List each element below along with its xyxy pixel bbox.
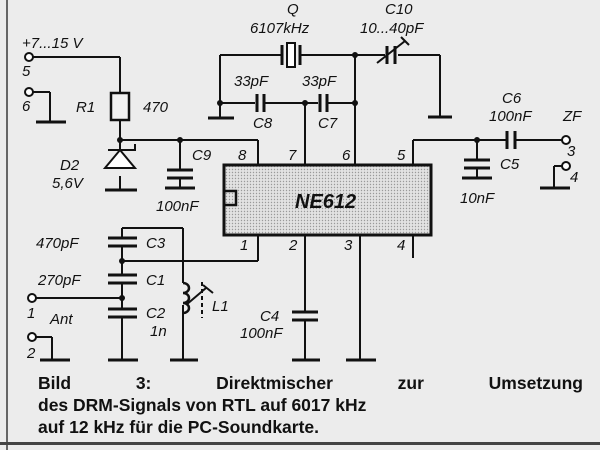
c8-ref: C8 xyxy=(253,115,273,132)
capacitor-c1 xyxy=(108,273,137,285)
capacitor-c2 xyxy=(108,307,137,319)
c6-ref: C6 xyxy=(502,90,522,107)
ic-name: NE612 xyxy=(295,191,356,213)
pin-1: 1 xyxy=(240,237,248,254)
capacitor-c3 xyxy=(108,236,137,248)
c3-ref: C3 xyxy=(146,235,166,252)
c1-ref: C1 xyxy=(146,272,165,289)
caption-word: Umsetzung xyxy=(488,373,583,393)
c7-value: 33pF xyxy=(302,73,337,90)
capacitor-c8 xyxy=(255,94,266,112)
c7-ref: C7 xyxy=(318,115,338,132)
caption-word: 3: xyxy=(135,373,152,393)
capacitor-c9 xyxy=(165,168,195,190)
c8-value: 33pF xyxy=(234,73,269,90)
antenna-pin-2-label: 2 xyxy=(26,345,36,362)
c10-value: 10...40pF xyxy=(360,20,424,37)
supply-voltage-label: +7...15 V xyxy=(22,35,84,52)
ground-pin6 xyxy=(33,91,66,124)
c5-ref: C5 xyxy=(500,156,520,173)
c4-value: 100nF xyxy=(240,325,283,342)
terminal-1 xyxy=(27,293,37,303)
terminal-6 xyxy=(24,87,34,97)
terminal-2 xyxy=(27,332,37,342)
pin-2: 2 xyxy=(288,237,298,254)
antenna-label: Ant xyxy=(49,311,73,328)
ic-bottom-wiring xyxy=(257,235,414,362)
pin-7: 7 xyxy=(288,147,297,164)
inductor-l1 xyxy=(182,281,214,318)
terminal-5 xyxy=(24,52,34,62)
terminal-4 xyxy=(561,161,571,171)
c5-value: 10nF xyxy=(460,190,495,207)
zf-pin-4-label: 4 xyxy=(570,169,578,186)
capacitor-c7 xyxy=(318,94,329,112)
trimmer-capacitor-c10 xyxy=(376,36,410,64)
c9-ref: C9 xyxy=(192,147,212,164)
caption-word: Direktmischer xyxy=(216,373,333,393)
d2-ref: D2 xyxy=(60,157,80,174)
zener-diode-d2 xyxy=(102,144,138,192)
l1-ref: L1 xyxy=(212,298,229,315)
supply-pin-5-label: 5 xyxy=(22,63,31,80)
page-edge-bottom xyxy=(0,442,600,445)
pin-3: 3 xyxy=(344,237,353,254)
c3-value: 470pF xyxy=(36,235,79,252)
caption-word: zur xyxy=(397,373,424,393)
ic-notch xyxy=(222,189,238,207)
antenna-pin-1-label: 1 xyxy=(27,305,35,322)
junction-dots xyxy=(117,52,480,301)
c1-value: 270pF xyxy=(37,272,81,289)
r1-value: 470 xyxy=(143,99,169,116)
pin-8: 8 xyxy=(238,147,247,164)
c4-ref: C4 xyxy=(260,308,279,325)
d2-value: 5,6V xyxy=(52,175,85,192)
output-wiring xyxy=(412,131,570,190)
pin-6: 6 xyxy=(342,147,351,164)
supply-pin-6-label: 6 xyxy=(22,98,31,115)
terminal-3 xyxy=(561,135,571,145)
c9-value: 100nF xyxy=(156,198,199,215)
caption-line-2: des DRM-Signals von RTL auf 6017 kHz xyxy=(38,395,367,415)
oscillator-wiring xyxy=(208,54,452,165)
figure-caption: Bild 3: Direktmischer zur Umsetzung des … xyxy=(38,372,583,438)
zf-pin-3-label: 3 xyxy=(567,143,576,160)
pin-4: 4 xyxy=(397,237,405,254)
c10-ref: C10 xyxy=(385,1,413,18)
caption-word: Bild xyxy=(38,373,72,393)
c2-ref: C2 xyxy=(146,305,166,322)
page-edge-left xyxy=(6,0,8,450)
caption-line-1: Bild 3: Direktmischer zur Umsetzung xyxy=(38,372,583,394)
resistor-r1 xyxy=(109,91,131,122)
zf-label: ZF xyxy=(562,108,582,125)
c2-value: 1n xyxy=(150,323,167,340)
c6-value: 100nF xyxy=(489,108,532,125)
caption-line-3: auf 12 kHz für die PC-Soundkarte. xyxy=(38,417,320,437)
r1-ref: R1 xyxy=(76,99,95,116)
pin-5: 5 xyxy=(397,147,406,164)
q-ref: Q xyxy=(287,1,299,18)
ic-ne612 xyxy=(222,163,433,237)
q-value: 6107kHz xyxy=(250,20,310,37)
supply-wire xyxy=(33,56,259,190)
crystal-q xyxy=(280,42,302,68)
